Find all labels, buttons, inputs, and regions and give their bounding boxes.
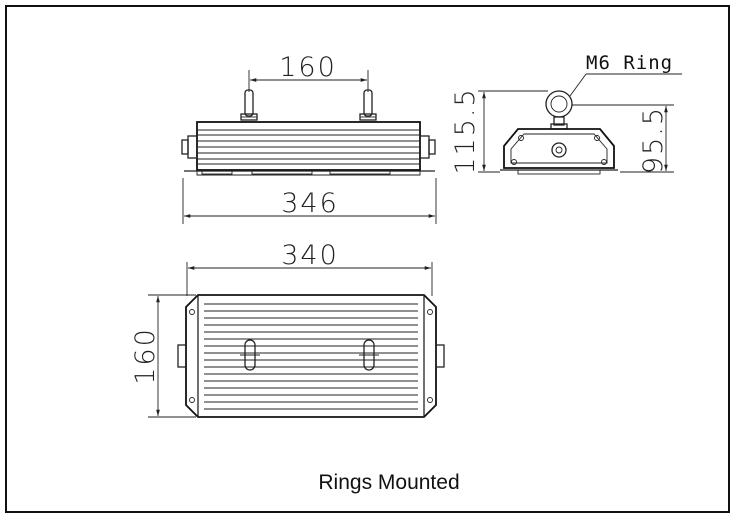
dim-end-body-height-value: 95.5 bbox=[638, 106, 669, 174]
eye-ring bbox=[545, 90, 573, 130]
dim-top-length: 340 bbox=[186, 240, 433, 296]
side-view: 160 346 bbox=[181, 52, 437, 224]
dim-end-total-height-value: 115.5 bbox=[450, 87, 481, 174]
top-ring-right bbox=[359, 339, 379, 371]
side-body bbox=[181, 121, 436, 176]
dim-end-total-height: 115.5 bbox=[450, 87, 548, 175]
ring-callout-label: M6 Ring bbox=[586, 52, 673, 74]
ring-post-left bbox=[240, 89, 258, 121]
end-view: M6 Ring 115.5 95.5 bbox=[450, 52, 682, 175]
caption: Rings Mounted bbox=[318, 471, 459, 494]
dim-top-width-value: 160 bbox=[130, 327, 161, 385]
drawing-border bbox=[5, 5, 730, 513]
ring-callout: M6 Ring bbox=[569, 52, 682, 97]
dim-top-length-value: 340 bbox=[281, 240, 339, 271]
dim-side-length: 346 bbox=[182, 178, 437, 224]
top-plate bbox=[177, 294, 445, 418]
top-ring-left bbox=[240, 339, 260, 371]
top-view: 340 bbox=[130, 240, 445, 418]
dim-side-length-value: 346 bbox=[281, 188, 339, 219]
end-body bbox=[500, 128, 618, 175]
dim-ring-spacing: 160 bbox=[248, 52, 369, 92]
dim-end-body-height: 95.5 bbox=[572, 104, 674, 174]
ring-post-right bbox=[359, 89, 377, 121]
dim-top-width: 160 bbox=[130, 294, 196, 418]
dim-ring-spacing-value: 160 bbox=[279, 52, 337, 83]
